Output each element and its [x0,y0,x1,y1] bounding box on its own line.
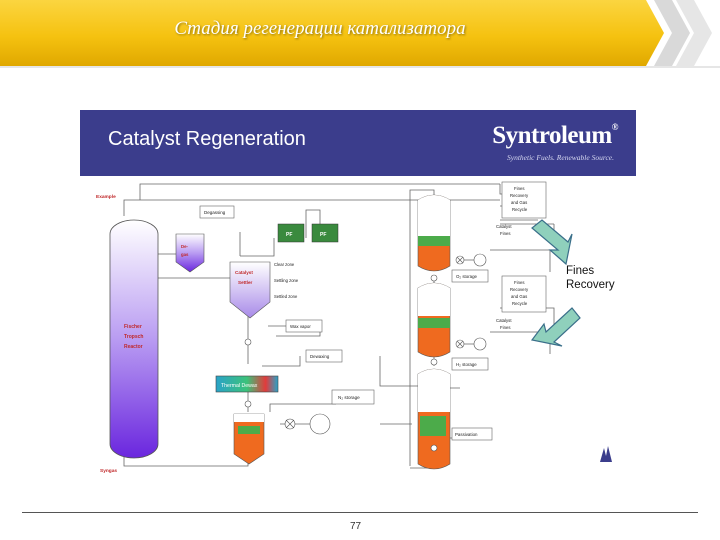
fines-recovery-callout: Fines Recovery [566,264,615,292]
panel-header: Catalyst Regeneration Syntroleum® Synthe… [80,110,636,176]
label-o2-storage: O₂ storage [456,274,478,279]
pf-filter-2 [311,223,339,243]
banner-shape [0,0,664,66]
catalyst-regeneration-panel: Catalyst Regeneration Syntroleum® Synthe… [80,110,636,482]
flame-icon [600,446,612,462]
n2-storage-box [331,389,375,405]
vessel-tag [420,416,446,436]
blower-group [284,413,331,435]
label-fines2-l4: Recycle [512,301,528,306]
fischer-tropsch-reactor [109,219,159,459]
pf-filter-1 [277,223,305,243]
banner-chevron-2 [676,0,712,66]
title-banner [0,0,720,68]
degassing-box [199,205,235,219]
callout-line-2: Recovery [566,279,615,291]
label-fines2-l1: Fines [514,280,525,285]
label-fines2-l3: and Gas [511,294,527,299]
label-settled-zone: Settled zone [274,294,298,299]
label-n2-storage: N₂ storage [338,395,360,400]
label-pf-2: PF [320,232,326,238]
page-number: 77 [350,521,362,532]
label-thermal-dewax: Thermal Dewax [221,383,258,389]
catalyst-settler [229,261,271,319]
label-wax-vapor: Wax vapor [290,324,311,329]
label-ft-2: Tropsch [124,334,143,340]
brand-mark: ® [611,122,619,132]
label-fines1-l1: Fines [514,186,525,191]
label-cat-fines2-l2: Fines [500,325,511,330]
label-clear-zone: Clear zone [274,262,295,267]
fines-arrow-lower [530,307,581,347]
label-cat-fines1-l1: Catalyst [496,224,512,229]
callout-line-1: Fines [566,265,595,277]
process-flow-diagram: Example Fischer Tropsch Reactor Syngas D… [96,181,612,474]
degas-vessel [175,233,205,273]
footer-divider [22,512,698,513]
label-dewaxing: Dewaxing [310,354,330,359]
passivation-box [451,427,493,441]
label-degassing: Degassing [204,210,226,215]
label-example: Example [96,194,116,200]
label-degas: De- [181,244,188,249]
label-cat-fines1-l2: Fines [500,231,511,236]
valve [244,400,252,408]
label-passivation: Passivation [455,432,478,437]
label-ft-1: Fischer [124,324,142,330]
label-h2-storage: H₂ storage [456,362,477,367]
fines-arrow-upper [531,219,573,266]
right-valves [430,253,487,452]
label-settling-zone: Settling zone [274,278,299,283]
label-fines1-l3: and Gas [511,200,527,205]
label-settler-1: Catalyst [235,270,253,275]
fines-recovery-box-2 [501,275,547,313]
piping [123,183,555,469]
vessel-tag [418,318,450,328]
valve [244,338,252,346]
label-syngas: Syngas [100,468,117,474]
label-cat-fines2-l1: Catalyst [496,318,512,323]
label-degas-2: gas [181,252,189,257]
label-settler-2: Settler [238,280,253,285]
label-pf-1: PF [286,232,292,238]
banner-chevron-1 [654,0,690,66]
vessel-tag [418,236,450,246]
brand-tagline: Synthetic Fuels. Renewable Source. [507,153,614,162]
label-fines2-l2: Recovery [510,287,529,292]
fines-recovery-box-1 [501,181,547,219]
h2-storage-box [451,357,489,371]
panel-title: Catalyst Regeneration [108,128,306,150]
brand-logo: Syntroleum® [492,122,618,150]
vessel-tag [238,426,260,434]
label-fines1-l4: Recycle [512,207,528,212]
dewaxing-box [305,349,343,363]
o2-storage-box [451,269,489,283]
wax-vapor-box [285,319,323,333]
brand-name: Syntroleum [492,122,612,149]
thermal-dewax-unit [215,375,279,393]
label-ft-3: Reactor [124,344,143,350]
slide-title: Стадия регенерации катализатора [174,18,466,39]
label-fines1-l2: Recovery [510,193,529,198]
